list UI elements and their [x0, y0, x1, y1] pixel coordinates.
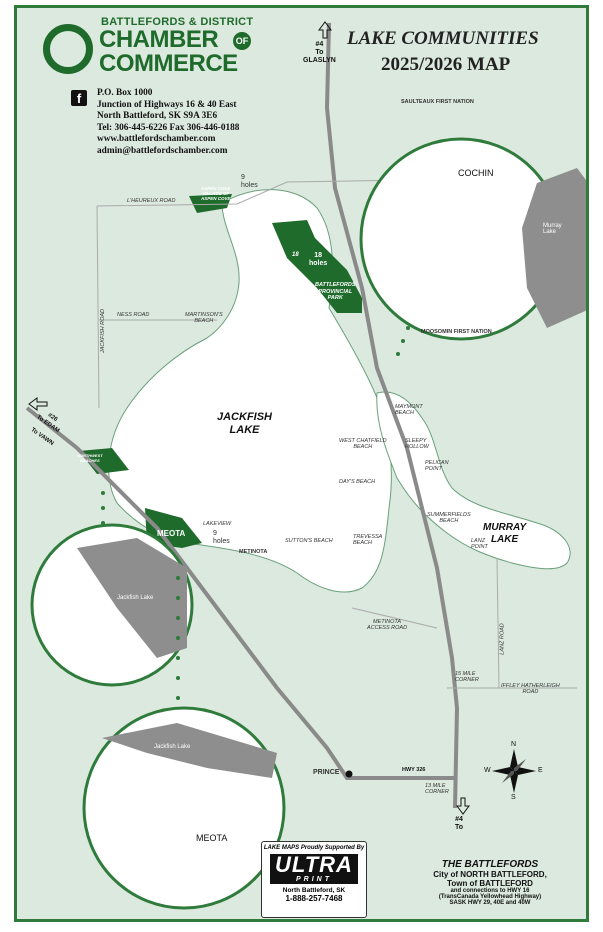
aspen-cove-area — [189, 194, 232, 213]
pelican-point-label: PELICAN POINT — [425, 460, 449, 472]
contact-junction: Junction of Highways 16 & 40 East — [97, 99, 237, 110]
birds-point-label: BIRD'S POINT RESORT — [271, 210, 302, 220]
highway-26 — [25, 406, 455, 780]
provincial-park-area — [272, 220, 362, 313]
moosomin-label: MOOSOMIN FIRST NATION — [421, 329, 492, 335]
martinsons-beach-label: MARTINSON'S BEACH — [185, 312, 223, 324]
meota-area-label: MEOTA — [157, 529, 186, 538]
jackfish-lake-label: JACKFISH LAKE — [217, 411, 273, 436]
meota-inset-title: MEOTA — [196, 833, 228, 843]
holes9-bottom-label: 9 holes — [213, 530, 230, 545]
lheureux-road-label: L'HEUREUX ROAD — [127, 198, 176, 204]
org-name-line2: CHAMBER — [99, 26, 219, 53]
metinota-access-label: METINOTA ACCESS ROAD — [367, 619, 408, 631]
org-name-line1: BATTLEFORDS & DISTRICT — [101, 16, 254, 28]
org-name-of: OF — [233, 32, 251, 50]
compass-rose — [492, 749, 536, 793]
west-chatfield-label: WEST CHATFIELD BEACH — [339, 438, 387, 450]
map-subtitle: 2025/2026 MAP — [381, 54, 511, 75]
hwy4-north-label: #4 To GLASLYN — [303, 41, 336, 64]
compass-w: W — [484, 767, 491, 774]
destination-block: THE BATTLEFORDS City of NORTH BATTLEFORD… — [395, 859, 585, 906]
contact-email[interactable]: admin@battlefordschamber.com — [97, 145, 228, 156]
jackfish-road-line — [96, 205, 100, 409]
hwy326-label: HWY 326 — [402, 767, 426, 773]
destination-line4: and connections to HWY 16 — [450, 888, 530, 894]
hwy4-south-arrow — [456, 797, 470, 815]
sleepy-hollow-label: SLEEPY HOLLOW — [405, 438, 429, 450]
prince-marker — [345, 770, 353, 778]
print-logo-text: PRINT — [296, 876, 332, 883]
15-mile-corner-label: 15 MILE CORNER — [455, 671, 479, 683]
contact-phone: Tel: 306-445-6226 Fax 306-446-0188 — [97, 122, 240, 133]
metinota-access-line — [351, 607, 438, 629]
murray-lake-inset-shape — [522, 168, 586, 328]
trevessa-beach-label: TREVESSA BEACH — [353, 534, 383, 546]
murray-lake-shape — [376, 391, 571, 570]
jackfish-inset-label-2: Jackfish Lake — [154, 744, 191, 750]
chamber-logo-icon — [43, 24, 93, 74]
murray-lake-label: MURRAY LAKE — [483, 522, 527, 545]
suttons-beach-label: SUTTON'S BEACH — [285, 538, 333, 544]
aspen-cove-label: ASPEN COVE VILLAGE OF ASPEN COVE — [201, 186, 231, 201]
ness-road-label: NESS ROAD — [117, 312, 150, 318]
jackfish-inset-lake — [77, 538, 187, 658]
contact-website[interactable]: www.battlefordschamber.com — [97, 134, 216, 144]
sponsor-city: North Battleford, SK — [282, 887, 346, 894]
holes9-top-label: 9 holes — [241, 174, 258, 189]
destination-line2: City of NORTH BATTLEFORD, — [433, 870, 547, 879]
map-canvas — [25, 21, 586, 910]
murray-inset-label: Murray Lake — [543, 223, 562, 235]
prince-label: PRINCE — [313, 769, 340, 776]
lanz-road-label: LANZ ROAD — [499, 623, 506, 655]
compass-e: E — [538, 767, 543, 774]
lanz-point-label: LANZ POINT — [471, 538, 488, 550]
hwy4-north-arrow — [318, 21, 332, 39]
sponsor-phone: 1-888-257-7468 — [285, 894, 343, 903]
hwy4-south-label: #4 To — [455, 816, 464, 831]
compass-n: N — [511, 741, 517, 748]
contact-address: North Battleford, SK S9A 3E6 — [97, 111, 218, 121]
hwy26-arrow — [28, 397, 48, 411]
destination-title: THE BATTLEFORDS — [441, 859, 539, 870]
ultra-print-logo: ULTRA PRINT — [270, 854, 358, 884]
maymont-beach-label: MAYMONT BEACH — [395, 404, 423, 416]
facebook-icon[interactable]: f — [71, 90, 87, 106]
northwest-beaches-label: NORTHWEST BEACHES — [77, 453, 103, 463]
13-mile-corner-label: 13 MILE CORNER — [425, 783, 449, 795]
connector-dots — [101, 326, 410, 700]
destination-line6: SASK HWY 29, 40E and 40W — [449, 900, 531, 906]
iffley-road-label: IFFLEY HATHERLEIGH ROAD — [501, 683, 560, 695]
contact-block: P.O. Box 1000 Junction of Highways 16 & … — [97, 88, 239, 157]
lanz-road-line — [496, 557, 500, 689]
provincial-park-label: BATTLEFORDS PROVINCIAL PARK — [315, 282, 356, 301]
meota-inset-lake — [102, 723, 277, 778]
summerfields-label: SUMMERFIELDS BEACH — [427, 512, 471, 524]
jackfish-road-label: JACKFISH ROAD — [100, 308, 107, 354]
org-name-line3: COMMERCE — [99, 50, 238, 77]
lakeview-label: LAKEVIEW — [203, 521, 232, 527]
holes18-label: 18 holes — [309, 252, 328, 267]
holes18-number: 18 — [292, 252, 299, 258]
northwest-beaches-area — [79, 448, 129, 474]
sponsor-header: LAKE MAPS Proudly Supported By — [263, 845, 365, 851]
ultra-logo-text: ULTRA — [275, 852, 353, 877]
meota-area — [145, 508, 202, 548]
cochin-inset-title: COCHIN — [458, 168, 494, 178]
destination-line5: (TransCanada Yellowhead Highway) — [438, 894, 542, 900]
highway-4 — [324, 22, 460, 809]
jackfish-inset-label-1: Jackfish Lake — [117, 595, 154, 601]
destination-line3: Town of BATTLEFORD — [447, 879, 533, 888]
sponsor-box: LAKE MAPS Proudly Supported By ULTRA PRI… — [261, 841, 367, 918]
map-frame: BATTLEFORDS & DISTRICT CHAMBER OF COMMER… — [14, 5, 589, 922]
contact-po-box: P.O. Box 1000 — [97, 88, 153, 98]
map-title: LAKE COMMUNITIES — [347, 28, 539, 49]
compass-s: S — [511, 794, 516, 801]
saulteaux-label: SAULTEAUX FIRST NATION — [401, 99, 474, 105]
days-beach-label: DAY'S BEACH — [339, 479, 376, 485]
lheureux-road-line — [96, 179, 413, 207]
metinota-label: METINOTA — [239, 549, 268, 555]
